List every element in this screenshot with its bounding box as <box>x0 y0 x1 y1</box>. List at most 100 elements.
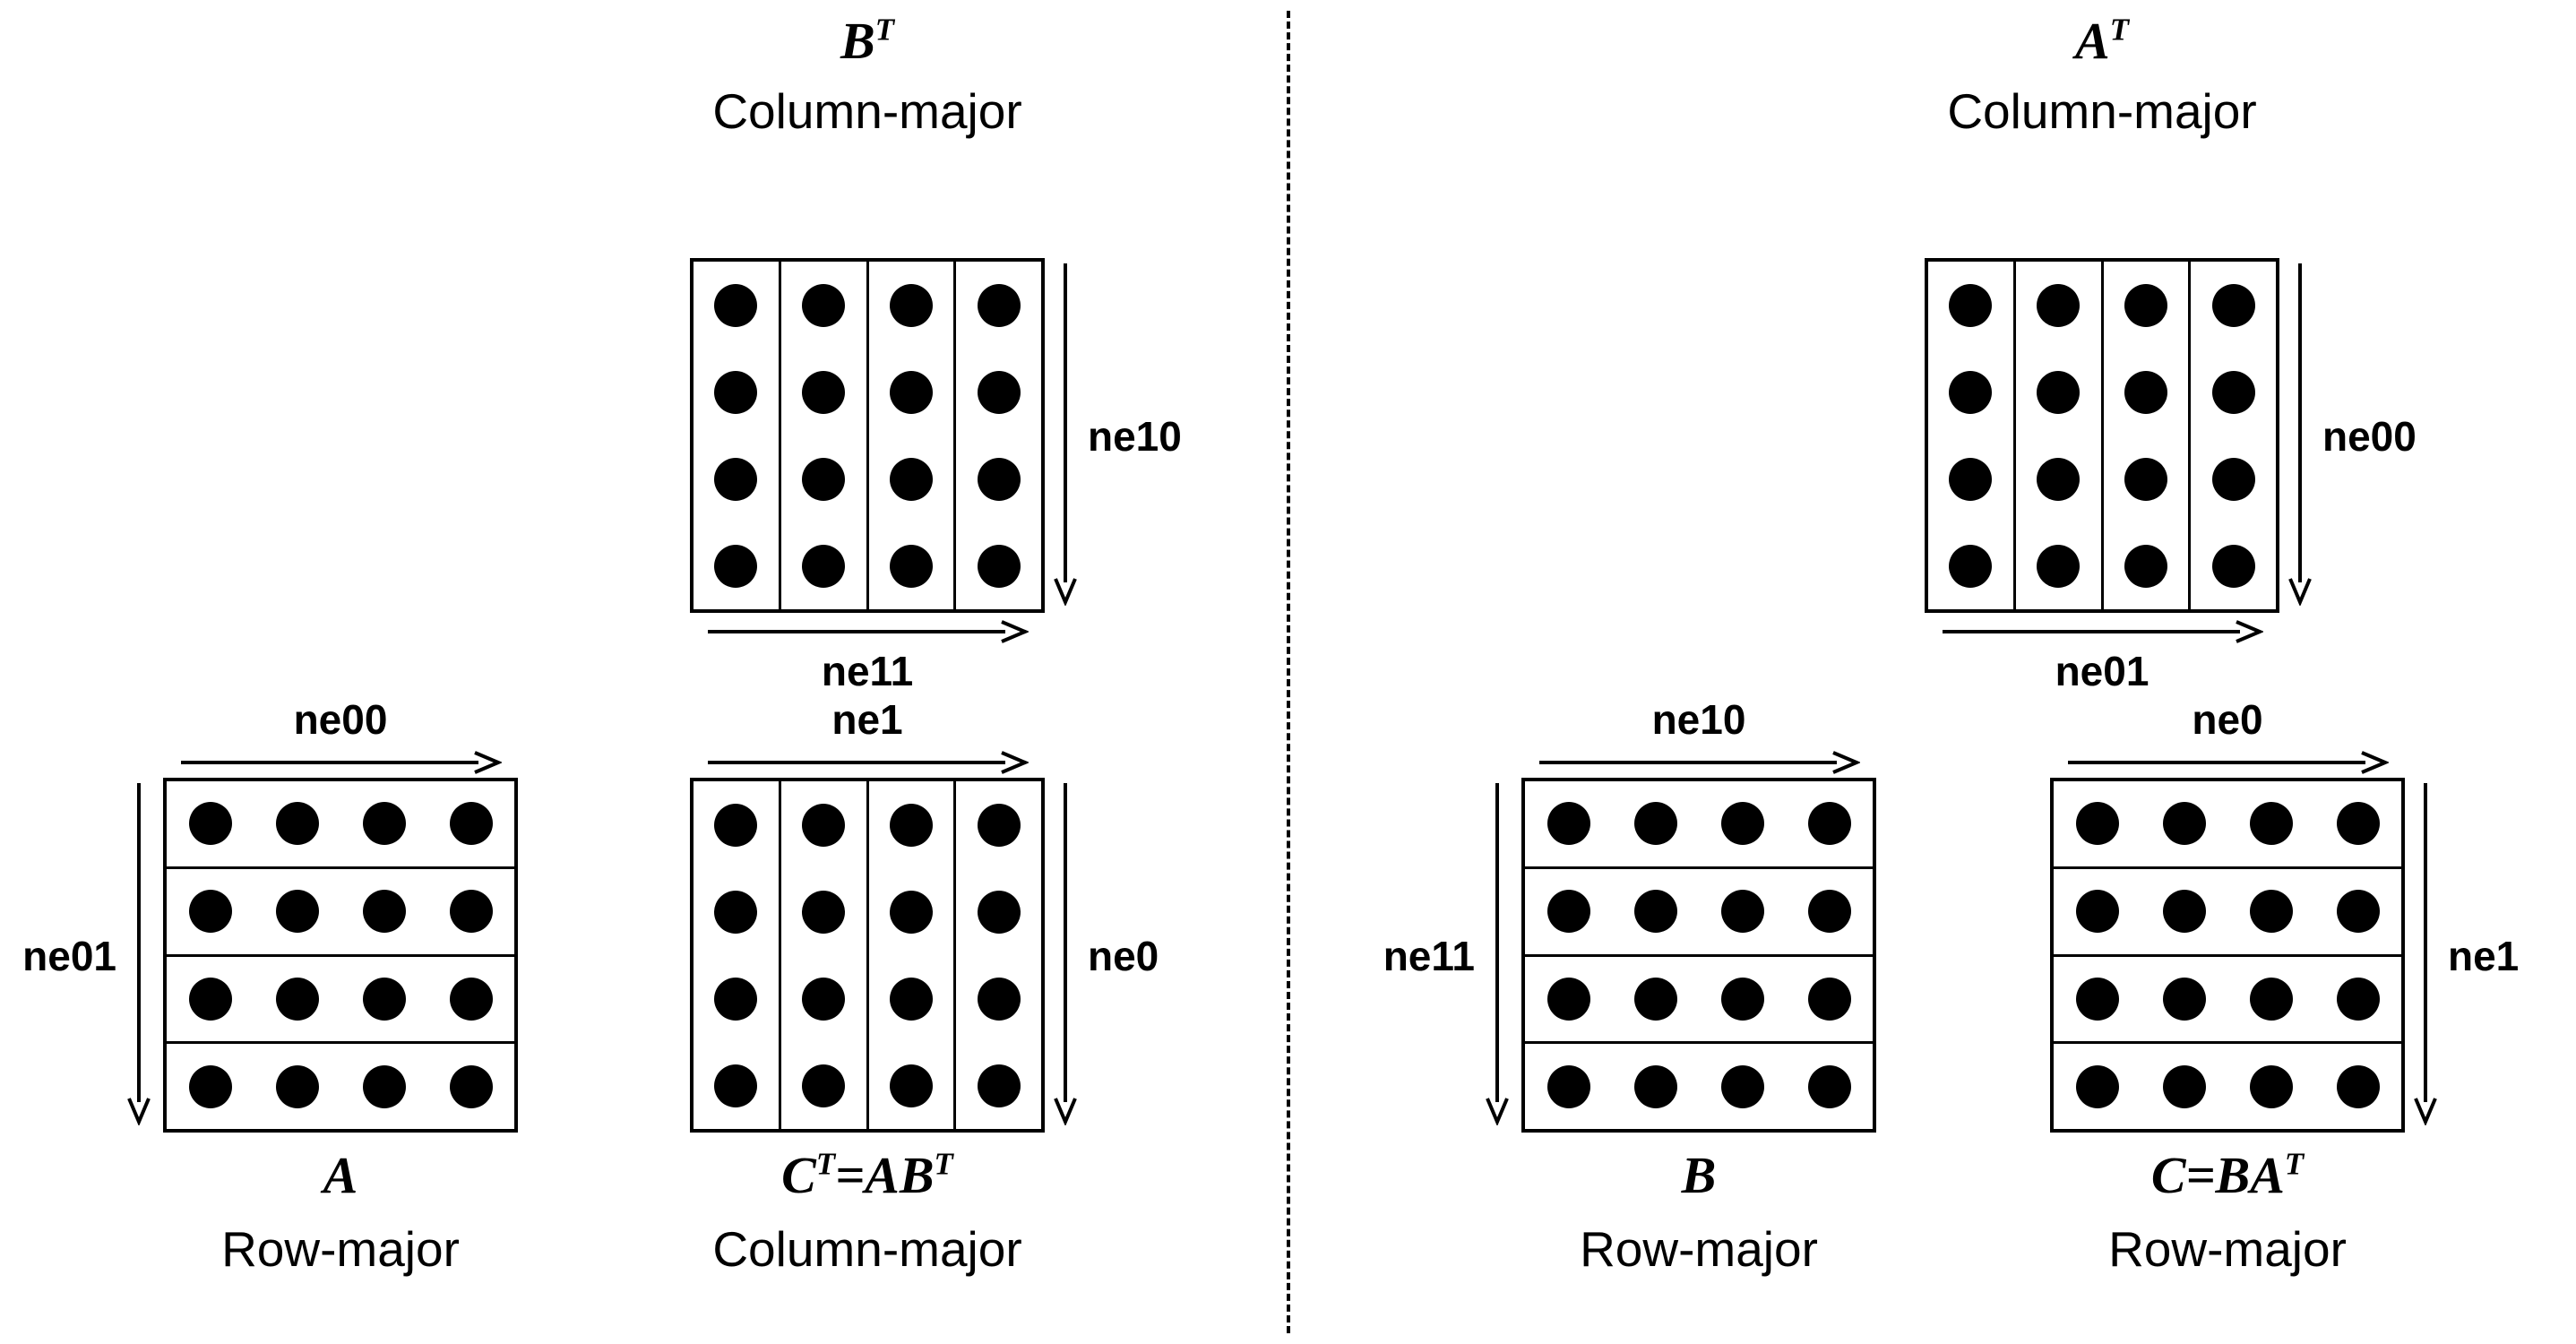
down-arrow-graphic <box>2414 783 2437 1127</box>
ne10-arrow-right <box>1538 749 1862 780</box>
title-c-equals-bat: C=BAT <box>2050 1147 2405 1204</box>
matrix-dot <box>275 977 319 1021</box>
matrix-dot <box>977 283 1021 327</box>
matrix-dot <box>2124 457 2167 501</box>
matrix-lane <box>956 781 1041 1129</box>
matrix-a-transpose <box>1925 258 2279 613</box>
ne00-arrow-right <box>179 749 504 780</box>
matrix-dot <box>2336 890 2380 934</box>
matrix-dot <box>977 803 1021 847</box>
matrix-dot <box>2336 1064 2380 1108</box>
matrix-dot <box>714 803 758 847</box>
matrix-dot <box>1546 1064 1590 1108</box>
ne00-label: ne00 <box>293 696 388 743</box>
matrix-dot <box>1807 1064 1851 1108</box>
matrix-dot <box>714 457 758 501</box>
matrix-c <box>2050 778 2405 1133</box>
matrix-lane <box>1525 957 1873 1045</box>
title-a-transpose: AT <box>1925 13 2279 70</box>
matrix-dot <box>977 544 1021 588</box>
matrix-dot <box>714 890 758 934</box>
matrix-lane <box>2054 1044 2401 1129</box>
right-arrow-graphic <box>181 751 504 774</box>
matrix-dot <box>188 977 232 1021</box>
matrix-dot <box>2124 370 2167 414</box>
matrix-dot <box>449 977 493 1021</box>
matrix-dot <box>977 890 1021 934</box>
layout-label-b: Row-major <box>1580 1221 1818 1277</box>
matrix-dot <box>2037 283 2081 327</box>
ne1-label-right-panel: ne1 <box>2448 933 2520 979</box>
matrix-dot <box>977 977 1021 1021</box>
matrix-dot <box>2211 370 2255 414</box>
matrix-dot <box>802 890 846 934</box>
math-superscript: T <box>2284 1146 2305 1182</box>
math-base: C=BA <box>2150 1146 2285 1204</box>
matrix-b <box>1521 778 1876 1133</box>
ne10-label: ne10 <box>1088 413 1182 460</box>
matrix-lane <box>869 781 957 1129</box>
title-b-transpose: BT <box>690 13 1045 70</box>
ne11-label: ne11 <box>821 648 914 694</box>
matrix-dot <box>362 977 406 1021</box>
matrix-dot <box>714 283 758 327</box>
matrix-lane <box>694 262 781 609</box>
matrix-dot <box>889 457 933 501</box>
ne01-label: ne01 <box>22 933 116 979</box>
math-superscript: T <box>815 1146 836 1182</box>
ne0-label: ne0 <box>1088 933 1159 979</box>
matrix-dot <box>449 890 493 934</box>
matrix-dot <box>1546 890 1590 934</box>
matrix-dot <box>275 1064 319 1108</box>
right-arrow-graphic <box>2068 751 2391 774</box>
layout-label-c: Row-major <box>2108 1221 2347 1277</box>
down-arrow-graphic <box>127 783 151 1127</box>
matrix-lane <box>167 957 514 1045</box>
matrix-dot <box>362 1064 406 1108</box>
matrix-dot <box>449 1064 493 1108</box>
matrix-lane <box>781 262 869 609</box>
right-arrow-graphic <box>708 620 1030 643</box>
matrix-dot <box>1807 890 1851 934</box>
matrix-dot <box>2211 283 2255 327</box>
ne1-label: ne1 <box>831 696 903 743</box>
ne11-label-right-panel: ne11 <box>1383 933 1475 979</box>
matrix-lane <box>1928 262 2016 609</box>
matrix-dot <box>2037 544 2081 588</box>
ne0-arrow-down <box>1052 781 1079 1130</box>
matrix-dot <box>2249 977 2293 1021</box>
layout-label-a: Row-major <box>221 1221 460 1277</box>
matrix-lane <box>869 262 957 609</box>
matrix-dot <box>2075 1064 2119 1108</box>
matrix-dot <box>977 457 1021 501</box>
matrix-dot <box>714 1064 758 1107</box>
matrix-dot <box>889 803 933 847</box>
matrix-dot <box>714 370 758 414</box>
ne11-arrow-right <box>706 618 1030 650</box>
matrix-lane <box>1525 869 1873 957</box>
matrix-dot <box>1949 283 1993 327</box>
math-base: A <box>323 1146 358 1204</box>
down-arrow-graphic <box>1054 263 1077 607</box>
matrix-dot <box>275 890 319 934</box>
matrix-dot <box>1720 802 1764 846</box>
matrix-dot <box>802 803 846 847</box>
ne01-arrow-right <box>1941 618 2265 650</box>
matrix-lane <box>956 262 1041 609</box>
matrix-dot <box>1949 544 1993 588</box>
matrix-dot <box>977 1064 1021 1107</box>
matrix-dot <box>362 802 406 846</box>
panel-divider-dashed <box>1287 11 1290 1333</box>
matrix-dot <box>802 283 846 327</box>
down-arrow-graphic <box>1486 783 1509 1127</box>
matrix-lane <box>2054 869 2401 957</box>
matrix-dot <box>1633 1064 1677 1108</box>
matrix-dot <box>1633 977 1677 1021</box>
down-arrow-graphic <box>2288 263 2312 607</box>
math-superscript: T <box>934 1146 953 1182</box>
ne01-arrow-down <box>125 781 152 1130</box>
ne01-label-right-panel: ne01 <box>2055 648 2150 694</box>
matrix-dot <box>2162 890 2206 934</box>
layout-label-a-transpose: Column-major <box>1947 83 2257 139</box>
